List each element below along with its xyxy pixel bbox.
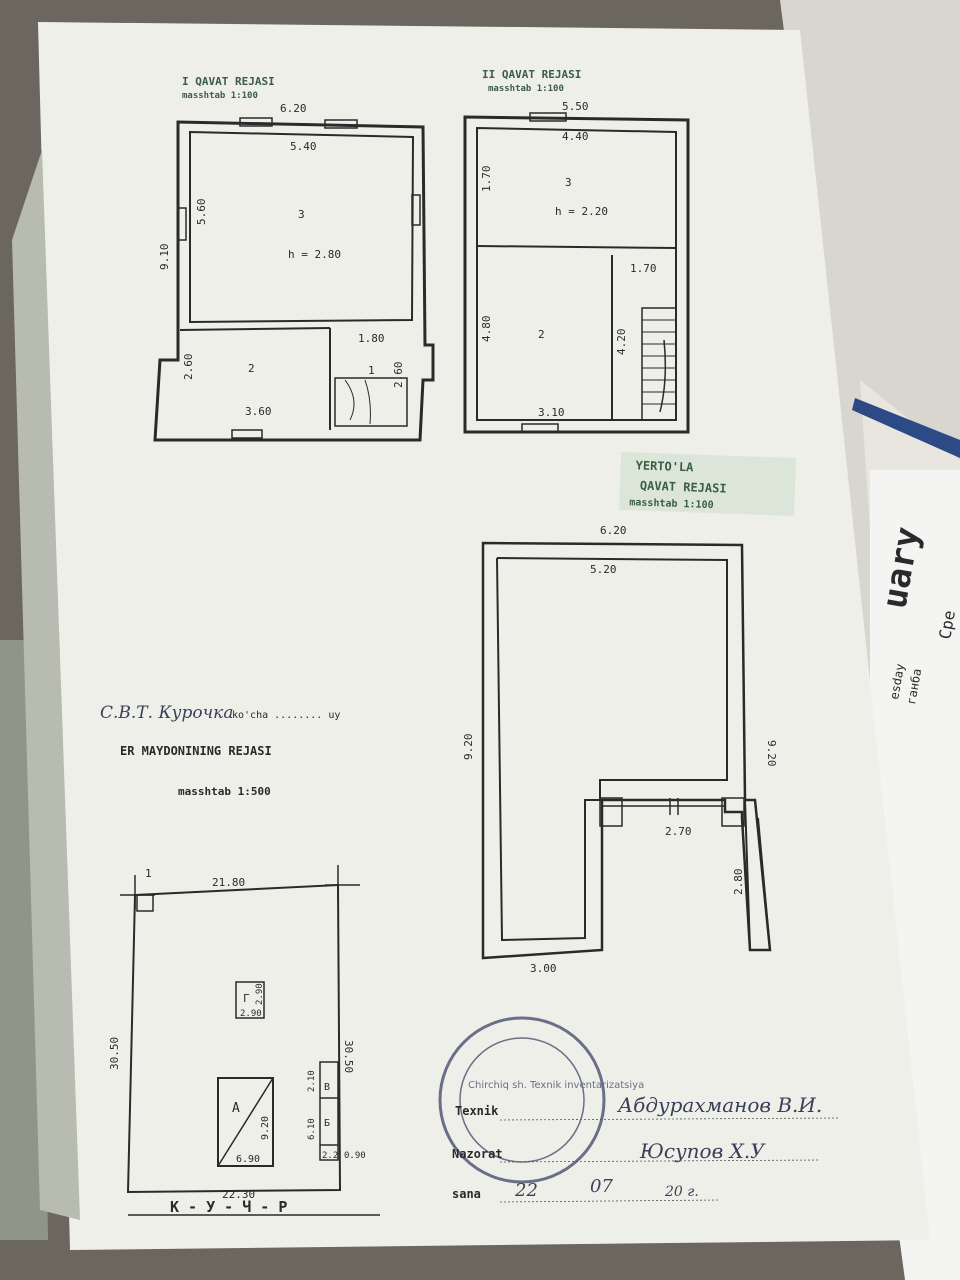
f2-stair-height: 4.20	[615, 329, 628, 356]
control-label: Nazorat	[452, 1147, 503, 1161]
building-a-height: 9.20	[260, 1116, 271, 1140]
date-month: 07	[590, 1176, 613, 1197]
f2-top-outer: 5.50	[562, 100, 589, 113]
f2-room3: 3	[565, 176, 572, 189]
site-corner: 1	[145, 867, 152, 880]
street-name: К - У - Ч - Р	[170, 1198, 287, 1216]
f1-room3: 3	[298, 208, 305, 221]
f1-top-outer: 6.20	[280, 102, 307, 115]
f1-room1-width: 1.80	[358, 332, 385, 345]
site-title: ER MAYDONINING REJASI	[120, 744, 272, 758]
tech-label: Texnik	[455, 1104, 499, 1118]
site-address-suffix: ko'cha ........ uy	[232, 710, 340, 721]
strip-height-2: 6.10	[307, 1118, 317, 1140]
site-header: С.В.Т. Курочка ko'cha ........ uy ER MAY…	[100, 703, 340, 798]
f1-room3-height: h = 2.80	[288, 248, 341, 261]
strip-width: 2.2	[322, 1151, 338, 1161]
building-a-width: 6.90	[236, 1154, 260, 1165]
strip-height-1: 2.10	[307, 1070, 317, 1092]
site-left: 30.50	[108, 1037, 121, 1070]
building-b: Б	[324, 1118, 330, 1129]
green-stamp-line-2: QAVAT REJASI	[640, 479, 727, 496]
f2-stair-width: 1.70	[630, 262, 657, 275]
building-g-height: 2.90	[255, 983, 265, 1005]
building-v: В	[324, 1082, 330, 1093]
basement-notch-height: 2.80	[732, 869, 745, 896]
f1-left-upper: 5.60	[195, 199, 208, 226]
building-g-width: 2.90	[240, 1009, 262, 1019]
basement-notch-width: 2.70	[665, 825, 692, 838]
floor-2-title: II QAVAT REJASI	[482, 68, 581, 81]
f2-room3-height: h = 2.20	[555, 205, 608, 218]
basement-plan	[481, 541, 772, 960]
f1-room2-bottom: 3.60	[245, 405, 272, 418]
f1-top-inner: 5.40	[290, 140, 317, 153]
building-a: A	[232, 1101, 240, 1116]
basement-left: 9.20	[462, 734, 475, 761]
control-name: Юсупов Х.У	[639, 1139, 766, 1163]
f2-room2: 2	[538, 328, 545, 341]
f1-left-outer: 9.10	[158, 244, 171, 271]
strip-side: 0.90	[344, 1151, 366, 1161]
site-plan	[120, 865, 380, 1216]
floor-2-plan: II QAVAT REJASI masshtab 1:100	[463, 68, 690, 434]
site-bottom: 22.30	[222, 1188, 255, 1201]
basement-top-inner: 5.20	[590, 563, 617, 576]
site-top: 21.80	[212, 876, 245, 889]
f1-room1: 1	[368, 364, 375, 377]
calendar-day-1: esday	[887, 663, 907, 701]
f2-room3-left: 1.70	[480, 166, 493, 193]
pen-icon	[852, 398, 960, 458]
f1-room2: 2	[248, 362, 255, 375]
f2-room2-bottom: 3.10	[538, 406, 565, 419]
floor-1-title: I QAVAT REJASI	[182, 75, 275, 88]
seal-text: Chirchiq sh. Texnik inventarizatsiya	[468, 1080, 644, 1091]
site-scale: masshtab 1:500	[178, 785, 271, 798]
green-stamp-line-3: masshtab 1:100	[629, 497, 714, 511]
f1-room2-left: 2.60	[182, 354, 195, 381]
floor-1-plan: I QAVAT REJASI masshtab 1:100	[153, 75, 435, 442]
floor-1-scale: masshtab 1:100	[182, 91, 258, 101]
date-year: 20 г.	[664, 1184, 699, 1200]
green-stamp: YERTO'LA QAVAT REJASI masshtab 1:100	[619, 451, 796, 516]
site-handwritten-address: С.В.Т. Курочка	[100, 703, 233, 723]
date-day: 22	[514, 1180, 538, 1201]
basement-bottom: 3.00	[530, 962, 557, 975]
date-label: sana	[452, 1187, 481, 1201]
f2-room2-left: 4.80	[480, 316, 493, 343]
tech-name: Абдурахманов В.И.	[616, 1093, 822, 1117]
f1-room1-height: 2.60	[392, 362, 405, 389]
floor-2-scale: masshtab 1:100	[488, 84, 564, 94]
f2-top-inner: 4.40	[562, 130, 589, 143]
green-stamp-line-1: YERTO'LA	[635, 458, 694, 474]
basement-top-outer: 6.20	[600, 524, 627, 537]
building-g: Г	[243, 992, 250, 1005]
calendar-side: Сре	[935, 609, 959, 641]
site-right: 30.50	[342, 1040, 355, 1073]
basement-right: 9.20	[765, 740, 778, 767]
signature-block: Texnik Абдурахманов В.И. Nazorat Юсупов …	[452, 1093, 841, 1203]
calendar-day-2: ганба	[904, 668, 924, 706]
